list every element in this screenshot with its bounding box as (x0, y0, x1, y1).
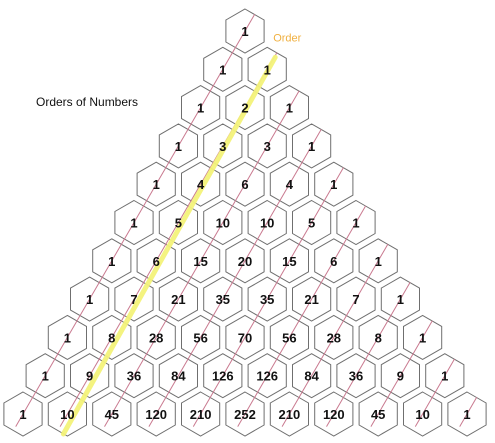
cell-number: 6 (241, 177, 248, 192)
order-highlight-line (60, 54, 278, 437)
cell-number: 210 (279, 407, 301, 422)
cell-number: 21 (304, 292, 318, 307)
cell-number: 1 (419, 330, 426, 345)
cell-number: 1 (463, 407, 470, 422)
cell-number: 1 (153, 177, 160, 192)
cell-number: 1 (108, 254, 115, 269)
cell-number: 56 (282, 330, 296, 345)
cell-number: 1 (375, 254, 382, 269)
diagonal-line (192, 167, 344, 427)
cell-number: 36 (349, 369, 363, 384)
diagonal-line (104, 90, 300, 427)
diagonal-line (370, 320, 433, 427)
cell-number: 10 (60, 407, 74, 422)
diagonal-line (459, 397, 478, 427)
cell-number: 28 (149, 330, 163, 345)
diagonal-line (15, 14, 256, 427)
cell-number: 1 (264, 62, 271, 77)
cell-number: 84 (171, 369, 186, 384)
cell-number: 7 (352, 292, 359, 307)
cell-number: 1 (397, 292, 404, 307)
figure-title: Orders of Numbers (36, 95, 139, 109)
diagonal-line (326, 282, 411, 427)
cell-number: 21 (171, 292, 185, 307)
cell-number: 56 (193, 330, 207, 345)
cell-number: 15 (282, 254, 296, 269)
cell-number: 1 (197, 101, 204, 116)
cell-number: 15 (193, 254, 207, 269)
cell-number: 84 (304, 369, 319, 384)
cell-number: 35 (216, 292, 230, 307)
cell-number: 1 (241, 24, 248, 39)
cell-number: 120 (323, 407, 345, 422)
cell-number: 1 (86, 292, 93, 307)
cell-number: 1 (64, 330, 71, 345)
cell-number: 1 (130, 216, 137, 231)
cell-number: 45 (371, 407, 385, 422)
cell-number: 20 (238, 254, 252, 269)
cell-number: 1 (42, 369, 49, 384)
cell-number: 6 (153, 254, 160, 269)
cell-number: 8 (108, 330, 115, 345)
cell-number: 1 (308, 139, 315, 154)
cell-number: 1 (330, 177, 337, 192)
cell-number: 1 (175, 139, 182, 154)
cell-number: 8 (375, 330, 382, 345)
cell-number: 3 (264, 139, 271, 154)
cell-number: 36 (127, 369, 141, 384)
cell-number: 10 (260, 216, 274, 231)
cell-number: 9 (397, 369, 404, 384)
cell-number: 5 (308, 216, 315, 231)
cell-number: 1 (19, 407, 26, 422)
cell-number: 1 (219, 62, 226, 77)
diagonal-line (414, 358, 455, 427)
cell-number: 120 (145, 407, 167, 422)
diagonal-lines (15, 14, 478, 427)
cell-number: 2 (241, 101, 248, 116)
cell-number: 4 (286, 177, 294, 192)
hexagon-grid (3, 8, 487, 437)
cell-number: 126 (212, 369, 234, 384)
cell-number: 28 (327, 330, 341, 345)
diagonal-line (281, 243, 389, 427)
cell-number: 45 (105, 407, 119, 422)
cell-number: 6 (330, 254, 337, 269)
order-label: Order (273, 32, 301, 44)
cell-number: 7 (130, 292, 137, 307)
cell-number: 252 (234, 407, 256, 422)
cell-number: 3 (219, 139, 226, 154)
cell-number: 4 (197, 177, 205, 192)
cell-number: 10 (415, 407, 429, 422)
cell-number: 9 (86, 369, 93, 384)
diagonal-line (237, 205, 367, 427)
cell-number: 35 (260, 292, 274, 307)
cell-number: 126 (256, 369, 278, 384)
cell-number: 210 (190, 407, 212, 422)
cell-number: 10 (216, 216, 230, 231)
diagonal-line (148, 128, 322, 427)
cell-number: 70 (238, 330, 252, 345)
cell-number: 1 (286, 101, 293, 116)
cell-number: 5 (175, 216, 182, 231)
cell-number: 1 (352, 216, 359, 231)
cell-number: 1 (441, 369, 448, 384)
